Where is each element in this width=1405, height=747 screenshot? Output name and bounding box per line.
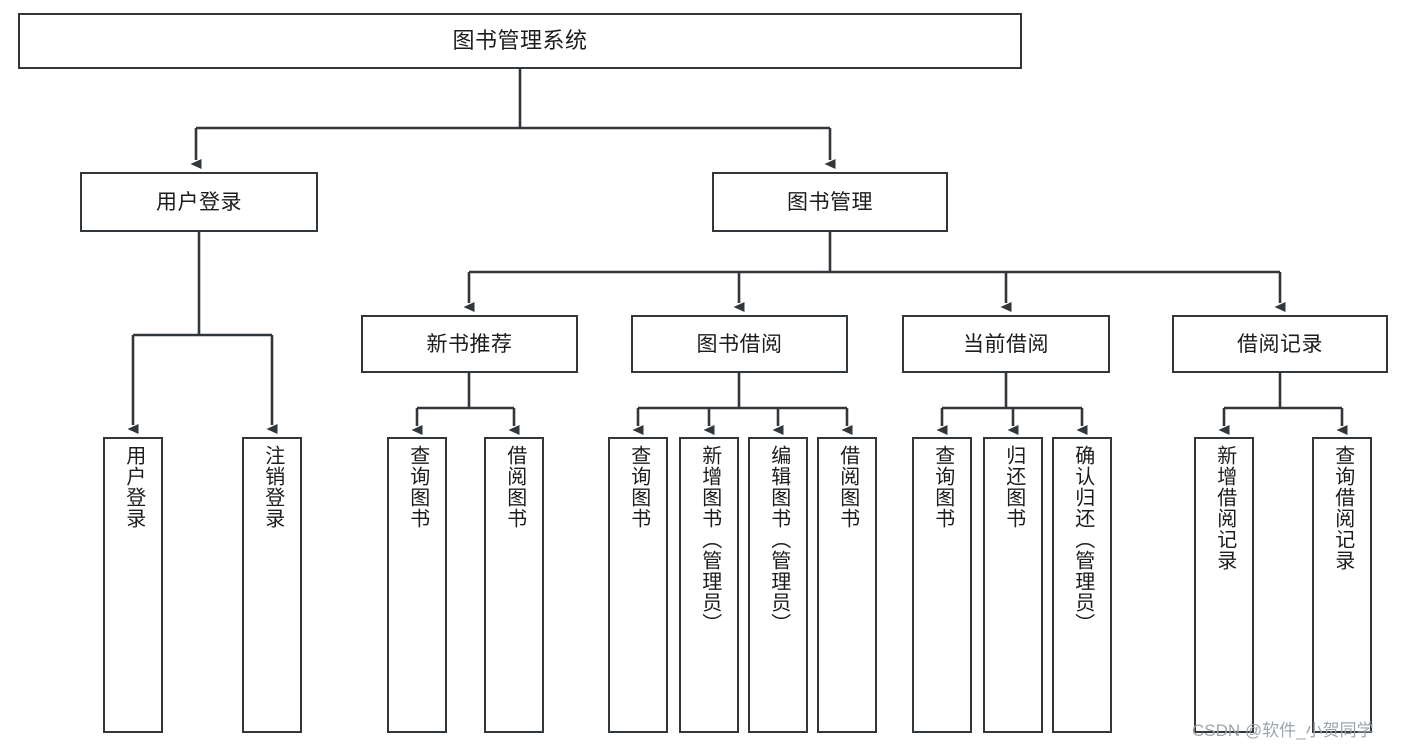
node-book-borrow-label: 图书借阅 (696, 332, 783, 356)
node-current-borrow-label: 当前借阅 (963, 332, 1049, 356)
node-leaf-user-logout-label: 注销登录 (261, 445, 284, 529)
node-leaf-return-book-label: 归还图书 (1002, 445, 1025, 529)
node-leaf-borrow-book-1[interactable]: 借阅图书 (484, 437, 544, 733)
node-leaf-add-book-admin[interactable]: 新增图书（管理员） (679, 437, 739, 733)
node-leaf-user-login[interactable]: 用户登录 (103, 437, 163, 733)
node-leaf-edit-book-admin[interactable]: 编辑图书（管理员） (748, 437, 808, 733)
node-leaf-edit-book-admin-label: 编辑图书（管理员） (767, 445, 790, 634)
node-borrow-record[interactable]: 借阅记录 (1172, 315, 1388, 373)
node-leaf-borrow-book-1-label: 借阅图书 (503, 445, 526, 529)
node-book-manage[interactable]: 图书管理 (712, 172, 948, 232)
node-book-manage-label: 图书管理 (787, 190, 873, 214)
node-root[interactable]: 图书管理系统 (18, 13, 1022, 69)
node-leaf-user-login-label: 用户登录 (122, 445, 145, 529)
node-root-label: 图书管理系统 (452, 28, 588, 53)
node-leaf-confirm-return-admin-label: 确认归还（管理员） (1071, 445, 1094, 634)
node-new-book-recommend[interactable]: 新书推荐 (361, 315, 578, 373)
node-book-borrow[interactable]: 图书借阅 (631, 315, 848, 373)
node-leaf-add-book-admin-label: 新增图书（管理员） (698, 445, 721, 634)
node-leaf-query-book-2-label: 查询图书 (627, 445, 650, 529)
node-leaf-query-borrow-record-label: 查询借阅记录 (1331, 445, 1354, 571)
node-leaf-borrow-book-2[interactable]: 借阅图书 (817, 437, 877, 733)
node-leaf-query-book-3[interactable]: 查询图书 (912, 437, 972, 733)
node-leaf-user-logout[interactable]: 注销登录 (242, 437, 302, 733)
node-leaf-query-borrow-record[interactable]: 查询借阅记录 (1312, 437, 1372, 733)
node-new-book-recommend-label: 新书推荐 (426, 332, 513, 356)
node-leaf-borrow-book-2-label: 借阅图书 (836, 445, 859, 529)
node-current-borrow[interactable]: 当前借阅 (902, 315, 1110, 373)
node-leaf-add-borrow-record-label: 新增借阅记录 (1213, 445, 1236, 571)
node-user-login[interactable]: 用户登录 (80, 172, 318, 232)
node-leaf-confirm-return-admin[interactable]: 确认归还（管理员） (1052, 437, 1112, 733)
node-leaf-return-book[interactable]: 归还图书 (983, 437, 1043, 733)
node-borrow-record-label: 借阅记录 (1237, 332, 1323, 356)
csdn-watermark: CSDN @软件_小贺同学 (1192, 721, 1374, 740)
node-leaf-query-book-1-label: 查询图书 (406, 445, 429, 529)
node-leaf-query-book-1[interactable]: 查询图书 (387, 437, 447, 733)
node-leaf-query-book-2[interactable]: 查询图书 (608, 437, 668, 733)
node-leaf-query-book-3-label: 查询图书 (931, 445, 954, 529)
node-user-login-label: 用户登录 (156, 190, 242, 214)
node-leaf-add-borrow-record[interactable]: 新增借阅记录 (1194, 437, 1254, 733)
